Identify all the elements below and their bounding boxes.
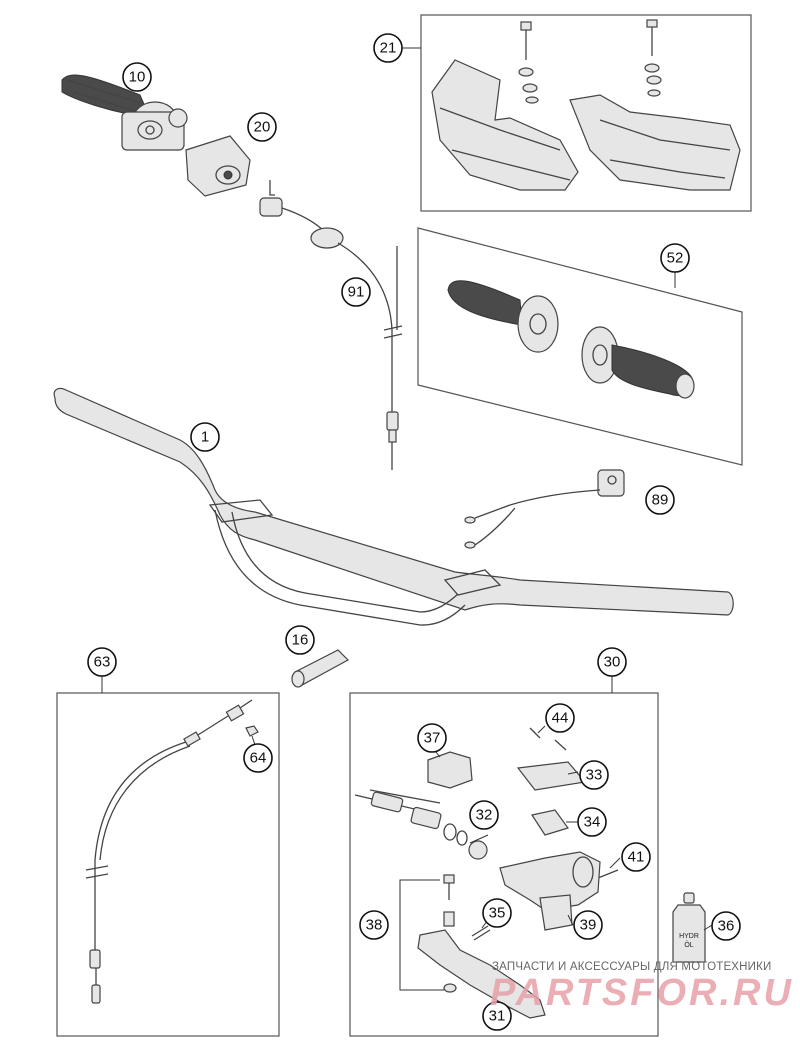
callout-89: 89 (645, 485, 675, 515)
callout-20: 20 (247, 112, 277, 142)
svg-text:31: 31 (489, 1008, 506, 1025)
handlebar (53, 387, 734, 626)
handguard-kit-box (420, 14, 752, 212)
callout-21: 21 (373, 33, 403, 63)
svg-text:33: 33 (586, 767, 603, 784)
callout-32: 32 (469, 800, 499, 830)
callout-63: 63 (87, 647, 117, 677)
clutch-switch (464, 469, 625, 549)
clutch-master-cylinder (354, 727, 619, 1019)
svg-text:21: 21 (380, 40, 397, 57)
svg-text:89: 89 (652, 492, 669, 509)
callout-39: 39 (573, 910, 603, 940)
callout-10: 10 (122, 62, 152, 92)
callout-41: 41 (621, 842, 651, 872)
clutch-master-box (349, 692, 659, 1037)
callout-30: 30 (597, 647, 627, 677)
callout-1: 1 (190, 422, 220, 452)
svg-text:1: 1 (201, 429, 209, 446)
callout-38: 38 (359, 910, 389, 940)
throttle-housing-cover (185, 135, 251, 197)
svg-text:38: 38 (366, 917, 383, 934)
svg-text:52: 52 (667, 250, 684, 267)
callout-52: 52 (660, 243, 690, 273)
svg-text:41: 41 (628, 849, 645, 866)
throttle-cable (85, 699, 253, 1004)
callout-64: 64 (243, 743, 273, 773)
svg-text:37: 37 (424, 730, 441, 747)
throttle-cable-box (56, 692, 280, 1037)
callout-34: 34 (577, 807, 607, 837)
svg-text:16: 16 (292, 632, 309, 649)
svg-text:32: 32 (476, 807, 493, 824)
grip-set (447, 280, 695, 399)
svg-text:91: 91 (348, 284, 365, 301)
callout-35: 35 (482, 898, 512, 928)
bottle-label-line1: HYDR (679, 933, 699, 940)
leader-lines (101, 47, 713, 1016)
bottle-label-line2: ÖL (684, 941, 693, 949)
svg-text:10: 10 (129, 69, 146, 86)
bar-end-plug (291, 649, 349, 688)
svg-text:64: 64 (250, 750, 267, 767)
callout-37: 37 (417, 723, 447, 753)
callout-44: 44 (545, 703, 575, 733)
hydraulic-oil-bottle: HYDR ÖL (672, 892, 706, 963)
callout-91: 91 (341, 277, 371, 307)
svg-text:34: 34 (584, 814, 601, 831)
svg-text:30: 30 (604, 654, 621, 671)
watermark-tagline: ЗАПЧАСТИ И АКСЕССУАРЫ ДЛЯ МОТОТЕХНИКИ (492, 961, 772, 973)
cable-nut-64 (245, 725, 259, 737)
handguards (431, 19, 741, 191)
grip-set-box (417, 227, 743, 466)
svg-text:20: 20 (254, 119, 271, 136)
svg-text:39: 39 (580, 917, 597, 934)
svg-text:36: 36 (718, 918, 735, 935)
callout-33: 33 (579, 760, 609, 790)
svg-text:63: 63 (94, 654, 111, 671)
throttle-grip-assembly (61, 74, 188, 151)
svg-text:35: 35 (489, 905, 506, 922)
svg-text:44: 44 (552, 710, 569, 727)
kill-switch-cable (259, 180, 403, 470)
watermark-logo: PARTSFOR.RU (490, 972, 794, 1014)
callout-31: 31 (482, 1001, 512, 1031)
callout-36: 36 (711, 911, 741, 941)
callout-16: 16 (285, 625, 315, 655)
